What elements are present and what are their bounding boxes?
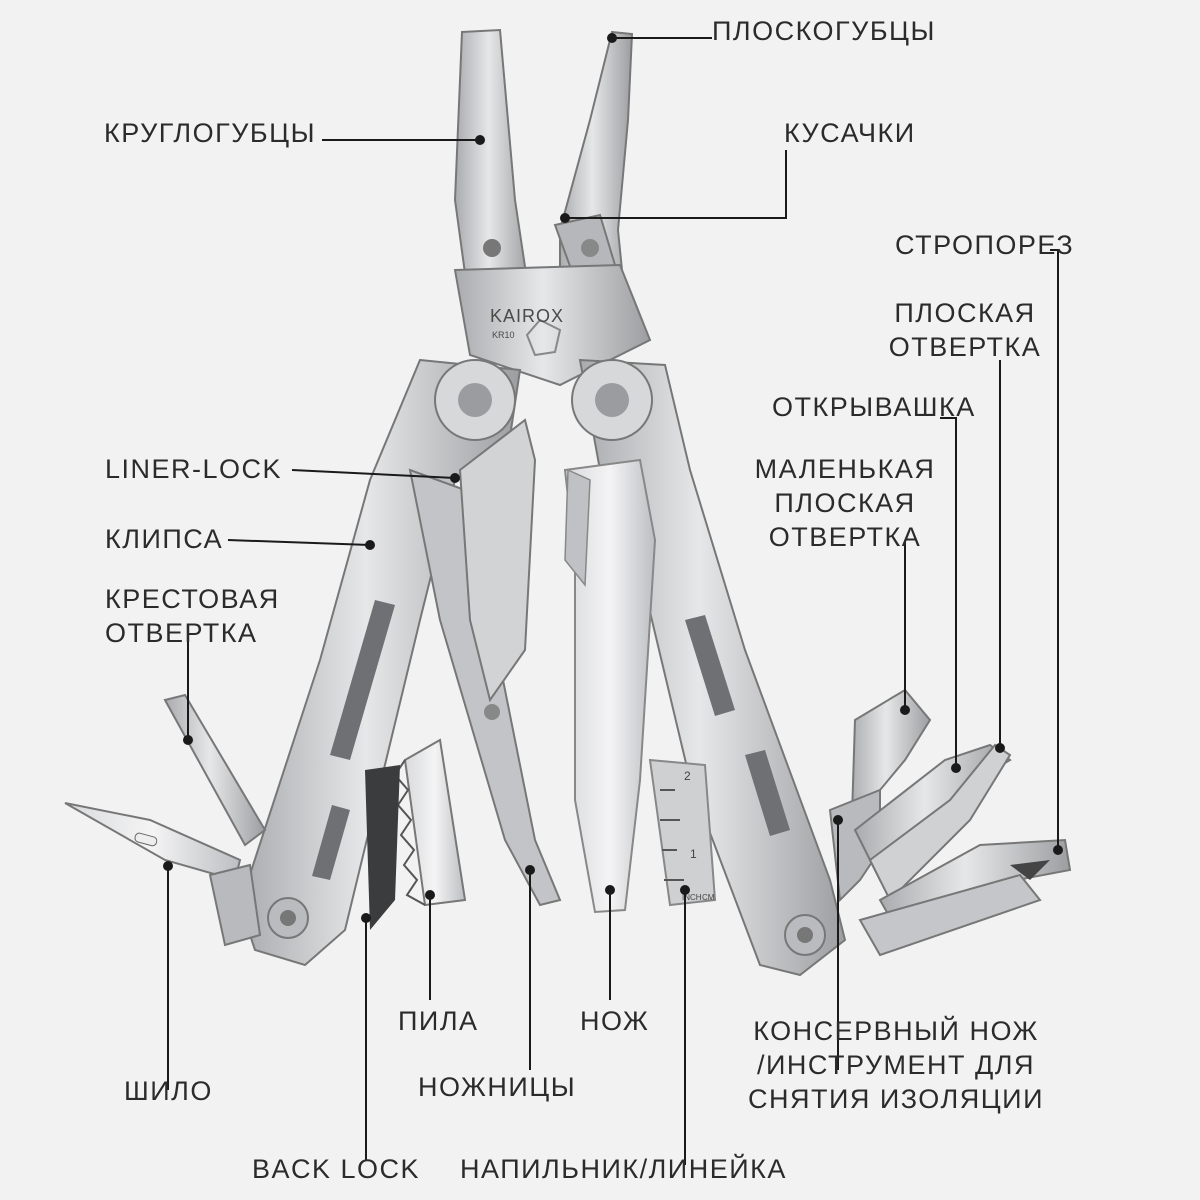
brand-model: KR10 xyxy=(492,330,515,340)
file-ruler: 1 2 INCH CM xyxy=(648,758,717,907)
label-phillips-screwdriver: КРЕСТОВАЯ ОТВЕРТКА xyxy=(105,582,280,650)
label-awl: ШИЛО xyxy=(124,1076,213,1106)
ruler-tick-2: 2 xyxy=(684,769,691,783)
knife-blade xyxy=(563,458,657,914)
ruler-inch: INCH xyxy=(682,893,702,902)
label-pliers: ПЛОСКОГУБЦЫ xyxy=(712,16,936,46)
label-wire-cutter: КУСАЧКИ xyxy=(784,118,916,148)
brand-name: KAIROX xyxy=(490,306,564,326)
label-file-ruler: НАПИЛЬНИК/ЛИНЕЙКА xyxy=(460,1154,787,1184)
label-phillips-screwdriver-line2: ОТВЕРТКА xyxy=(105,618,258,648)
label-small-flat-screwdriver-line2: ПЛОСКАЯ xyxy=(774,488,916,518)
label-flat-screwdriver-line2: ОТВЕРТКА xyxy=(888,332,1042,362)
label-can-opener-line1: КОНСЕРВНЫЙ НОЖ xyxy=(753,1016,1039,1046)
label-small-flat-screwdriver: МАЛЕНЬКАЯ ПЛОСКАЯ ОТВЕРТКА xyxy=(745,452,945,554)
label-clip: КЛИПСА xyxy=(105,524,224,554)
label-small-flat-screwdriver-line3: ОТВЕРТКА xyxy=(768,522,922,552)
label-phillips-screwdriver-line1: КРЕСТОВАЯ xyxy=(105,584,280,614)
label-back-lock: BACK LOCK xyxy=(252,1154,421,1184)
label-knife: НОЖ xyxy=(580,1006,650,1036)
label-small-flat-screwdriver-line1: МАЛЕНЬКАЯ xyxy=(754,454,936,484)
saw-blade xyxy=(403,738,467,907)
label-can-opener: КОНСЕРВНЫЙ НОЖ /ИНСТРУМЕНТ ДЛЯ СНЯТИЯ ИЗ… xyxy=(740,1014,1052,1116)
label-can-opener-line2: /ИНСТРУМЕНТ ДЛЯ xyxy=(756,1050,1036,1080)
left-handle xyxy=(238,358,522,967)
pliers-jaws xyxy=(453,28,634,312)
phillips-screwdriver-blade xyxy=(163,693,267,847)
label-strap-cutter: СТРОПОРЕЗ xyxy=(895,230,1075,260)
label-round-pliers: КРУГЛОГУБЦЫ xyxy=(104,118,316,148)
leader-dots xyxy=(163,33,1063,923)
label-saw: ПИЛА xyxy=(398,1006,479,1036)
label-can-opener-line3: СНЯТИЯ ИЗОЛЯЦИИ xyxy=(747,1084,1044,1114)
ruler-cm: CM xyxy=(702,893,715,902)
ruler-tick-1: 1 xyxy=(690,847,697,861)
scissors xyxy=(408,418,562,907)
label-liner-lock: LINER-LOCK xyxy=(105,454,283,484)
label-flat-screwdriver: ПЛОСКАЯ ОТВЕРТКА xyxy=(885,296,1045,364)
leader-lines xyxy=(167,37,1059,1165)
label-flat-screwdriver-line1: ПЛОСКАЯ xyxy=(894,298,1036,328)
label-scissors: НОЖНИЦЫ xyxy=(418,1072,577,1102)
right-fan-tools xyxy=(828,688,1072,957)
back-lock-body xyxy=(365,765,400,930)
label-bottle-opener: ОТКРЫВАШКА xyxy=(772,392,976,422)
